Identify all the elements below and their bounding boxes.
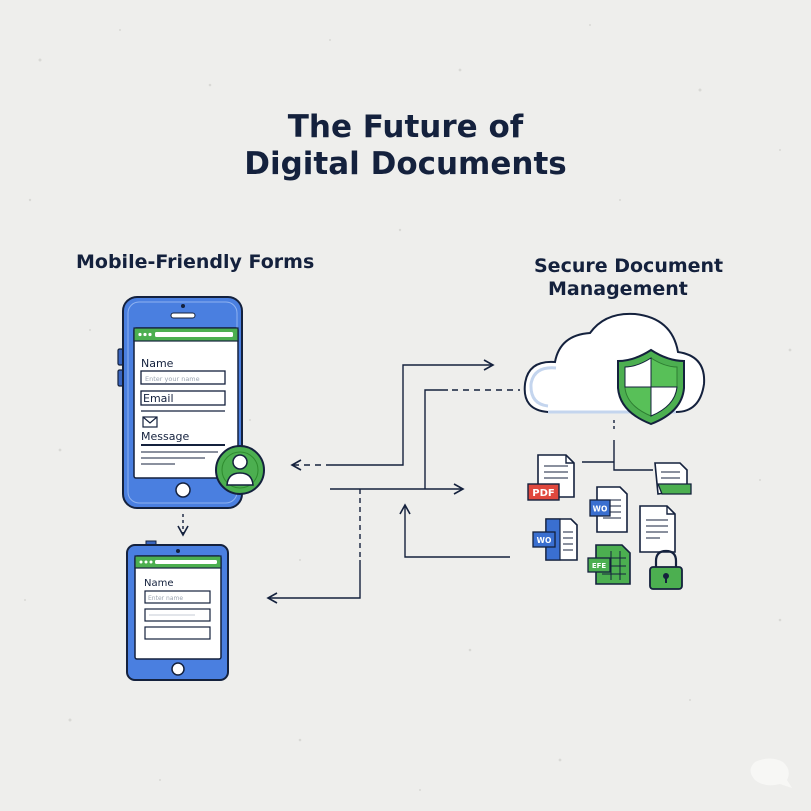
word-document-icon: WO: [589, 486, 628, 533]
tablet-form: Name Enter name: [144, 578, 211, 640]
excel-badge-label: EFE: [592, 562, 607, 570]
phone-name-placeholder: Enter your name: [145, 375, 200, 383]
word-badge-label-2: WO: [537, 536, 552, 545]
tablet-name-input[interactable]: [144, 590, 211, 604]
mobile-forms-label: Mobile-Friendly Forms: [76, 251, 315, 273]
return-arrow-tablet: [266, 560, 361, 604]
locked-document-icon: [639, 505, 676, 553]
word-document-icon-2: WO: [532, 518, 578, 561]
page-title-line2: Digital Documents: [244, 146, 567, 182]
upload-arrow: [378, 359, 495, 466]
tablet-name-label: Name: [144, 578, 174, 589]
phone-message-input[interactable]: [141, 444, 225, 446]
tablet-field-3[interactable]: [144, 626, 211, 640]
user-avatar-icon: [215, 445, 265, 495]
phone-email-label: Email: [143, 392, 174, 405]
phone-name-label: Name: [141, 357, 174, 370]
envelope-icon: [142, 416, 158, 428]
files-return-arrow: [399, 503, 510, 558]
tablet-name-placeholder: Enter name: [148, 595, 183, 602]
smartphone: [117, 296, 243, 509]
cloud-link: [424, 389, 448, 489]
page-title-line1: The Future of: [287, 109, 524, 145]
pdf-badge-label: PDF: [532, 488, 554, 499]
phone-form: Name Enter your name Email Message: [140, 357, 226, 465]
word-badge-label-1: WO: [593, 505, 608, 514]
cloud-to-files-line: [613, 440, 653, 471]
flow-connectors: [266, 359, 653, 604]
secure-docs-label-line2: Management: [548, 278, 688, 300]
stamped-document-icon: [654, 462, 692, 495]
pdf-document-icon: PDF: [527, 454, 575, 501]
phone-email-input[interactable]: [140, 390, 226, 406]
secure-docs-label-line1: Secure Document: [534, 255, 724, 277]
shield-icon: [617, 348, 685, 426]
phone-message-label: Message: [141, 430, 189, 443]
corner-watermark: [750, 758, 792, 788]
phone-name-input[interactable]: [140, 370, 226, 385]
spreadsheet-document-icon: EFE: [587, 544, 631, 585]
padlock-icon: [649, 549, 683, 590]
